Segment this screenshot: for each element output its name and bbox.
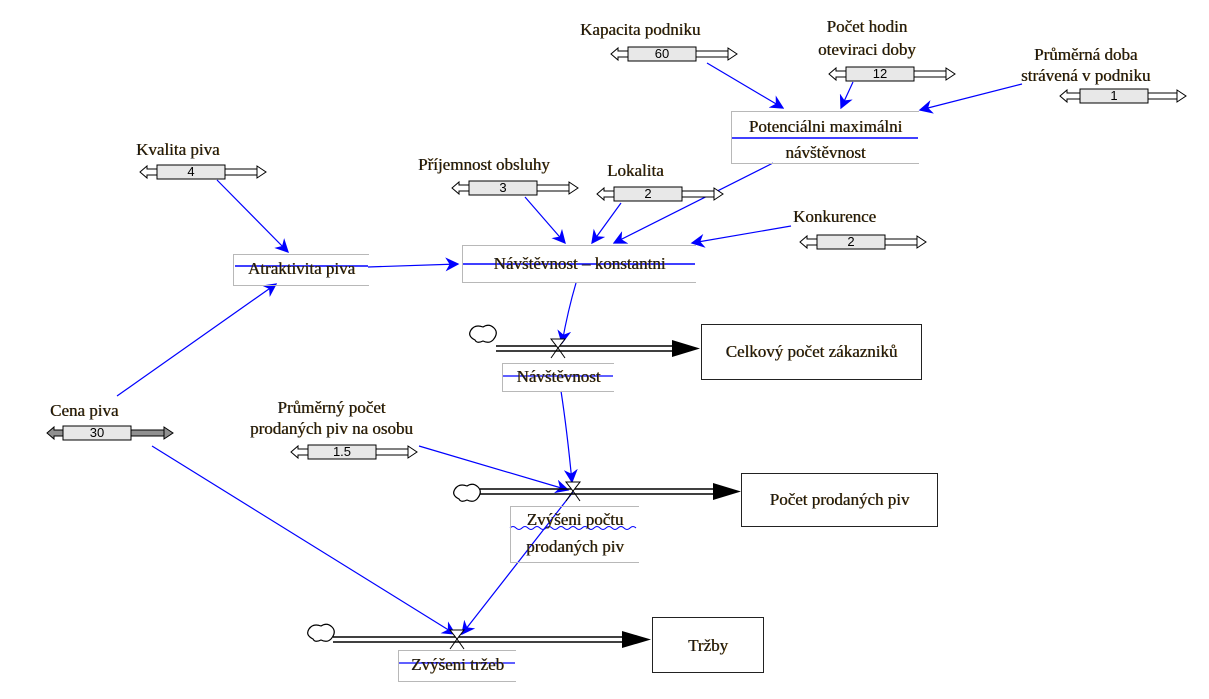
valve-icon[interactable]: [549, 338, 567, 359]
slider-kvalita[interactable]: 4: [139, 164, 267, 180]
flow-label-navstevnost[interactable]: Návštěvnost: [502, 363, 614, 392]
stock-prodana-piva[interactable]: Počet prodaných piv: [741, 473, 938, 527]
spellcheck-underline: [509, 526, 637, 530]
flow-label-zvyseni-piv[interactable]: Zvýšeni počtu prodaných piv: [510, 506, 639, 563]
constant-label-konkurence: Konkurence: [793, 207, 877, 226]
constant-label-lokalita: Lokalita: [607, 161, 664, 180]
link-doba-potencialni[interactable]: [918, 83, 1023, 114]
flow-label: Návštěvnost: [516, 367, 601, 386]
flow-arrowhead-icon: [672, 340, 700, 357]
slider-value: 60: [654, 46, 670, 61]
link-lokalita-navstevnost-konst[interactable]: [591, 202, 622, 245]
slider-value: 3: [499, 180, 507, 195]
cloud-source-icon: [453, 483, 481, 502]
link-atraktivita-navstevnost-konst[interactable]: [367, 257, 460, 272]
slider-value: 2: [847, 234, 855, 249]
aux-label: Atraktivita piva: [247, 259, 356, 278]
link-cena-atraktivita[interactable]: [116, 283, 278, 397]
slider-kapacita[interactable]: 60: [610, 46, 738, 62]
aux-navstevnost-konst[interactable]: Návštěvnost – konstantni: [462, 245, 696, 283]
stock-label: Celkový počet zákazniků: [725, 342, 898, 361]
stock-trzby[interactable]: Tržby: [652, 617, 764, 673]
aux-atraktivita[interactable]: Atraktivita piva: [233, 254, 369, 286]
link-kvalita-atraktivita[interactable]: [216, 179, 289, 253]
stock-label: Počet prodaných piv: [769, 490, 910, 509]
link-konkurence-navstevnost-konst[interactable]: [690, 225, 792, 248]
link-navstevnost-konst-navstevnost[interactable]: [557, 282, 577, 345]
slider-value: 2: [644, 186, 652, 201]
link-obsluha-navstevnost-konst[interactable]: [524, 196, 566, 245]
flow-label: Zvýšeni tržeb: [411, 655, 504, 674]
link-potencialni-navstevnost-konst[interactable]: [612, 162, 774, 244]
valve-icon[interactable]: [564, 481, 582, 502]
slider-konkurence[interactable]: 2: [799, 234, 927, 250]
label-line: Průměrná doba: [1033, 45, 1138, 64]
flow-arrowhead-icon: [622, 631, 651, 648]
constant-label-cena: Cena piva: [50, 401, 119, 420]
constant-label-obsluha: Příjemnost obsluhy: [418, 155, 550, 174]
label-line: strávená v podniku: [1021, 66, 1151, 85]
stock-zakaznici[interactable]: Celkový počet zákazniků: [701, 324, 922, 380]
link-kapacita-potencialni[interactable]: [706, 62, 785, 109]
link-navstevnost-zvyseni-piv[interactable]: [560, 390, 578, 484]
slider-hodiny[interactable]: 12: [828, 66, 956, 82]
link-zvyseni-piv-zvyseni-trzeb[interactable]: [461, 491, 574, 636]
flow-label: prodaných piv: [526, 537, 624, 556]
flow-pipe-navstevnost: [469, 324, 700, 359]
link-piv-na-osobu-zvyseni-piv[interactable]: [418, 445, 570, 494]
aux-label: Návštěvnost – konstantni: [493, 254, 666, 273]
flow-arrowhead-icon: [713, 483, 741, 500]
slider-value: 4: [187, 164, 195, 179]
slider-piv-na-osobu[interactable]: 1.5: [290, 444, 418, 460]
label-line: Průměrný počet: [277, 398, 386, 417]
cloud-source-icon: [469, 324, 497, 343]
link-hodiny-potencialni[interactable]: [839, 81, 854, 110]
label-line: oteviraci doby: [818, 40, 916, 59]
stock-label: Tržby: [688, 636, 728, 655]
slider-value: 1: [1110, 88, 1118, 103]
slider-value: 12: [872, 66, 888, 81]
label-line: prodaných piv na osobu: [250, 419, 413, 438]
flow-pipe-zvyseni-piv: [453, 481, 741, 502]
constant-label-kapacita: Kapacita podniku: [580, 20, 701, 39]
aux-potencialni[interactable]: Potenciálni maximálni návštěvnost: [731, 111, 919, 164]
slider-value: 30: [89, 425, 105, 440]
constant-label-hodiny: Počet hodin oteviraci doby: [818, 16, 916, 60]
flow-label-zvyseni-trzeb[interactable]: Zvýšeni tržeb: [398, 650, 516, 682]
slider-obsluha[interactable]: 3: [451, 180, 579, 196]
label-line: Počet hodin: [826, 17, 908, 36]
cloud-source-icon: [307, 623, 335, 642]
constant-label-piv-na-osobu: Průměrný počet prodaných piv na osobu: [250, 397, 413, 439]
slider-value: 1.5: [332, 444, 352, 459]
flow-label: Zvýšeni počtu: [526, 510, 624, 529]
slider-cena[interactable]: 30: [46, 425, 174, 441]
slider-lokalita[interactable]: 2: [596, 186, 724, 202]
aux-label: Potenciálni maximálni: [748, 117, 903, 136]
constant-label-kvalita: Kvalita piva: [136, 140, 220, 159]
aux-label: návštěvnost: [785, 143, 866, 162]
flow-pipe-zvyseni-trzeb: [307, 623, 651, 650]
slider-doba[interactable]: 1: [1059, 88, 1187, 104]
valve-icon[interactable]: [448, 629, 466, 650]
constant-label-doba: Průměrná doba strávená v podniku: [1021, 44, 1150, 86]
link-cena-zvyseni-trzeb[interactable]: [151, 445, 457, 635]
